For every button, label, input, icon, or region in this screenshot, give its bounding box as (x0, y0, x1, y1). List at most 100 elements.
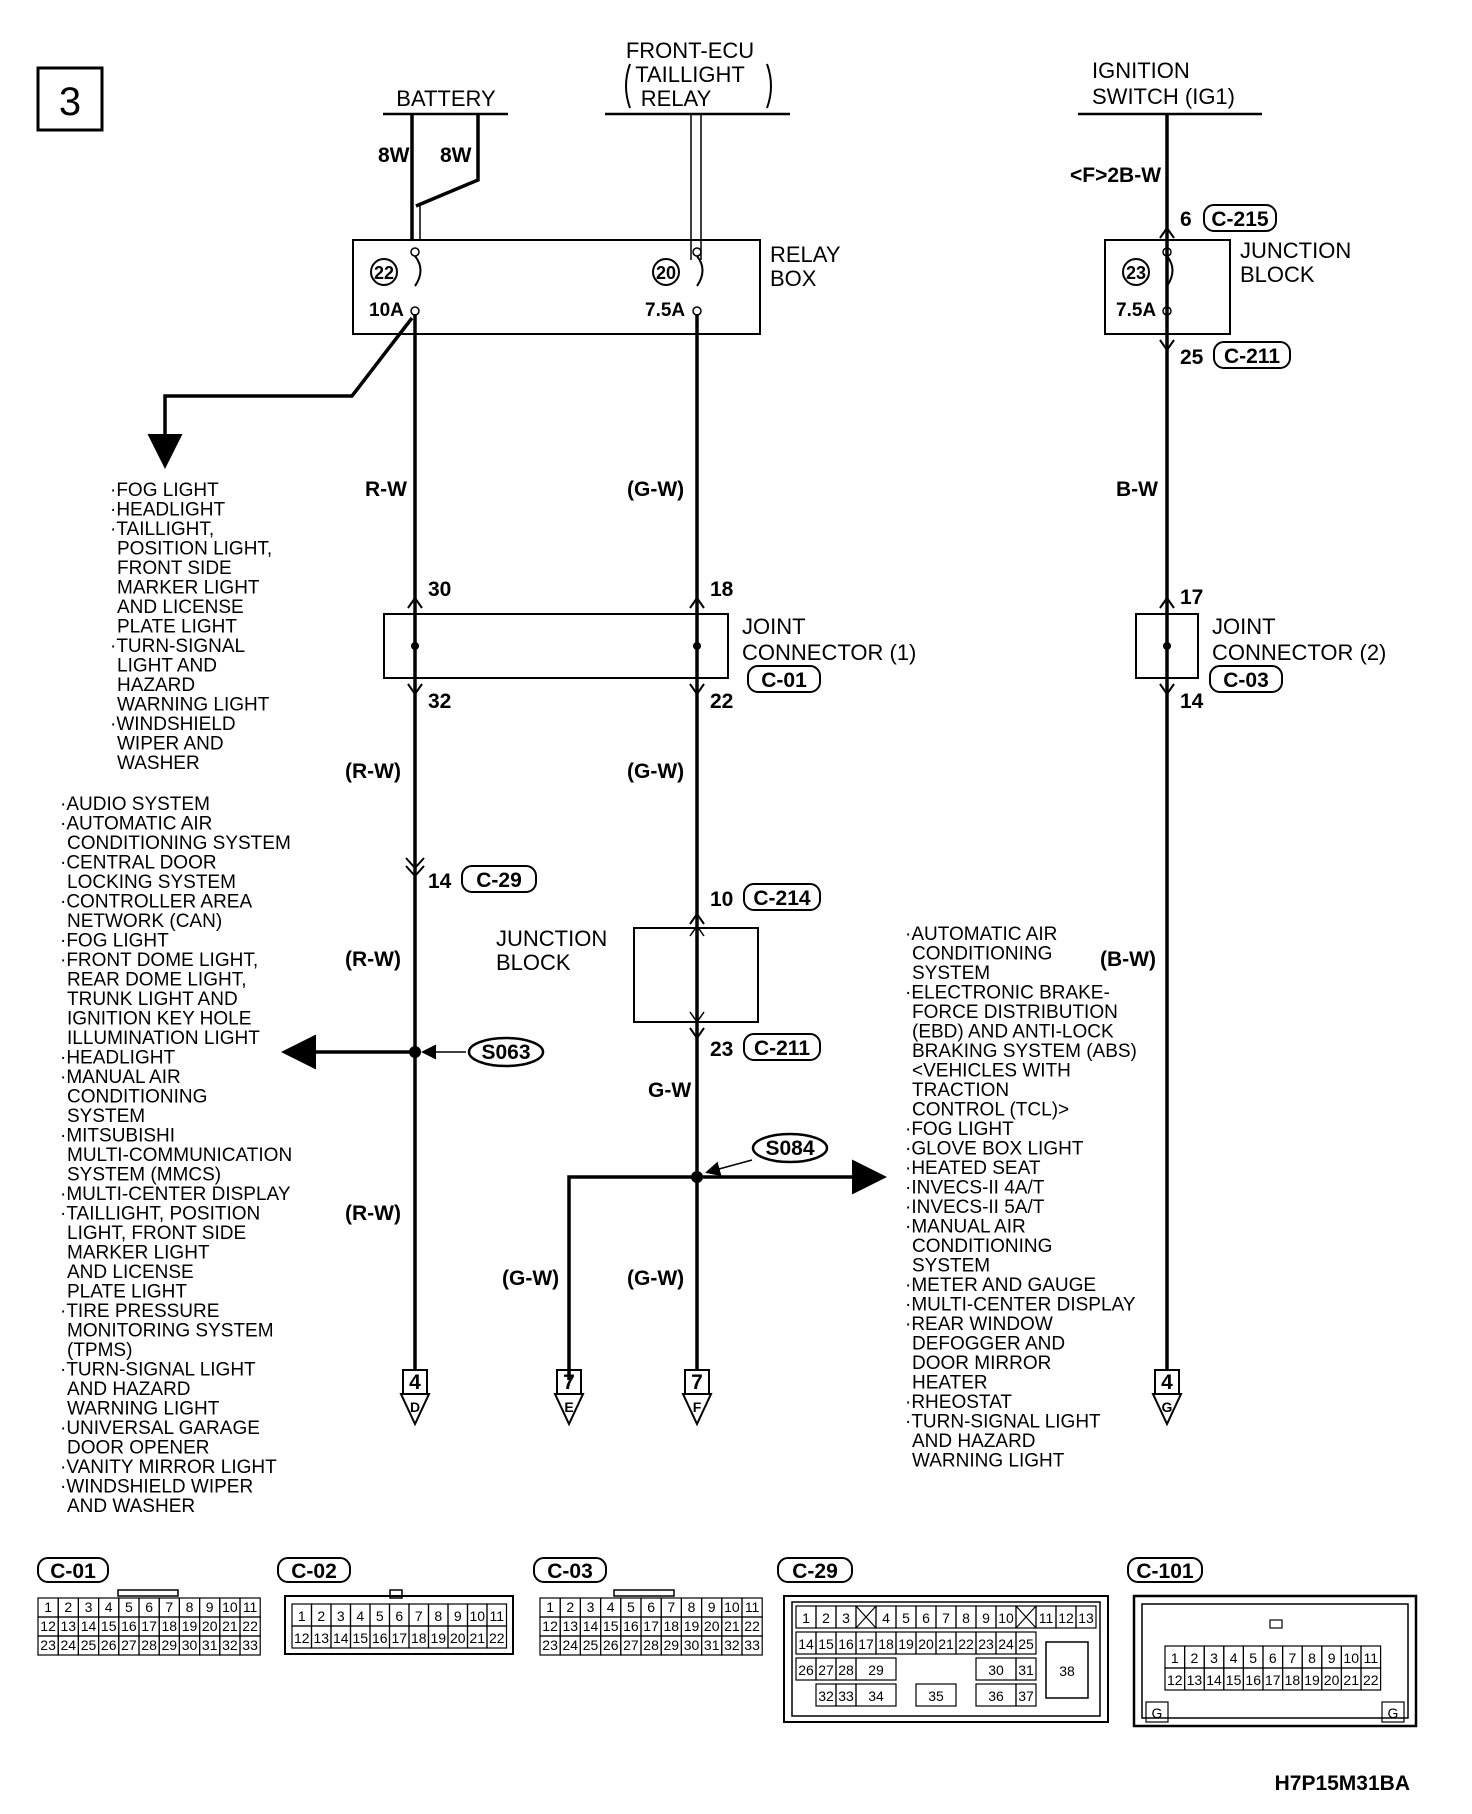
pin-number: 21 (938, 1636, 954, 1652)
pin-number: 13 (1078, 1610, 1094, 1626)
pin-number: 1 (546, 1599, 554, 1615)
branch-list-line: ·CONTROLLER AREA (60, 892, 252, 913)
pin-number: 9 (1328, 1650, 1336, 1666)
branch-list-line: ·CENTRAL DOOR (60, 853, 217, 874)
wire-label-rw-1: R-W (365, 478, 407, 501)
pin-number: 2 (317, 1608, 325, 1624)
jb-mid-pin-in: 10 (710, 888, 733, 911)
pin-number: 9 (206, 1599, 214, 1615)
splice-s084: S084 (567, 1132, 887, 1380)
pin-number: 11 (1364, 1650, 1379, 1666)
c03-name: C-03 (547, 1560, 593, 1583)
ignition-label: IGNITION (1092, 58, 1190, 83)
branch-list-line: ·FOG LIGHT (60, 931, 169, 952)
pin-number: 2 (64, 1599, 72, 1615)
pin-cell (1015, 1657, 1037, 1681)
pin-number: 12 (542, 1618, 558, 1634)
pin-number: 16 (1245, 1672, 1261, 1688)
branch-list-line: ·UNIVERSAL GARAGE (60, 1418, 260, 1439)
pin-number: 11 (745, 1599, 760, 1615)
pin-number: 6 (145, 1599, 153, 1615)
jb-mid-conn-in: C-214 (753, 887, 811, 910)
pin-number: 6 (922, 1610, 930, 1626)
pin-number: 12 (40, 1618, 56, 1634)
pin-number: 20 (450, 1630, 466, 1646)
jc1-pin-22: 22 (710, 690, 733, 713)
pin-number: 19 (182, 1618, 198, 1634)
c101-name: C-101 (1136, 1560, 1194, 1583)
pin-number: 32 (724, 1637, 740, 1653)
jc2-pin-14: 14 (1180, 690, 1204, 713)
front-ecu-source: FRONT-ECU TAILLIGHT RELAY (605, 38, 790, 116)
jc2-pin-17: 17 (1180, 586, 1203, 609)
pin-cell (741, 1635, 763, 1656)
pin-number: 17 (391, 1630, 407, 1646)
pin-number: 12 (1058, 1610, 1074, 1626)
pin-number: 10 (998, 1610, 1014, 1626)
pin-number: 19 (898, 1636, 914, 1652)
pin-number: 13 (61, 1618, 77, 1634)
branch-list-line: IGNITION KEY HOLE (67, 1009, 251, 1030)
wire-label-gw-2: (G-W) (627, 760, 684, 783)
wire-label-rw-4: (R-W) (345, 1202, 401, 1225)
pin-number: 7 (942, 1610, 950, 1626)
continuation-d: 4 D (399, 1369, 431, 1427)
c02-name: C-02 (291, 1560, 337, 1583)
wire-label-bw-1: B-W (1116, 478, 1158, 501)
c29-connector-label: C-29 (476, 869, 522, 892)
pin-number: 18 (162, 1618, 178, 1634)
pin-number: 17 (1265, 1672, 1281, 1688)
cont-g-letter: G (1162, 1399, 1173, 1415)
junction-block-top: 6 C-215 JUNCTION BLOCK 23 7.5A 25 C-211 (1104, 204, 1351, 369)
jc1-label-2: CONNECTOR (1) (742, 640, 916, 665)
continuation-f: 7 F (681, 1369, 713, 1427)
branch-list-line: ·MITSUBISHI (60, 1126, 175, 1147)
branch-list-line: HEATER (912, 1373, 988, 1394)
pin-number: 11 (489, 1608, 504, 1624)
pin-number: 8 (434, 1608, 442, 1624)
relay-box: RELAY BOX 22 10A 20 7.5A (352, 239, 841, 335)
pin-number: 30 (684, 1637, 700, 1653)
jb-top-label-1: JUNCTION (1240, 238, 1351, 263)
branch-list-line: ·FOG LIGHT (110, 480, 219, 501)
jb-mid-label-1: JUNCTION (496, 926, 607, 951)
jc2-label-1: JOINT (1212, 614, 1276, 639)
branch-list-line: NETWORK (CAN) (67, 911, 222, 932)
pin-number: 6 (1269, 1650, 1277, 1666)
branch-list-line: ·HEADLIGHT (60, 1048, 175, 1069)
pin-number: 24 (563, 1637, 579, 1653)
jc1-pin-30: 30 (428, 578, 451, 601)
pin-number: 3 (842, 1610, 850, 1626)
pin-number: 14 (798, 1636, 814, 1652)
branch-list-line: ·AUTOMATIC AIR (60, 814, 212, 835)
branch-list-line: POSITION LIGHT, (117, 539, 272, 560)
continuation-e: 7 E (553, 1369, 585, 1427)
jb-top-conn-out: C-211 (1224, 345, 1280, 368)
branch-list-line: ·WINDSHIELD WIPER (60, 1477, 253, 1498)
pin-number: 4 (882, 1610, 890, 1626)
pin-number: 33 (838, 1688, 854, 1704)
branch-list-line: WARNING LIGHT (912, 1451, 1065, 1472)
pin-number: 18 (1285, 1672, 1301, 1688)
branch-list-line: ·GLOVE BOX LIGHT (905, 1139, 1084, 1160)
branch-list-line: FORCE DISTRIBUTION (912, 1002, 1118, 1023)
ignition-switch-label: SWITCH (IG1) (1092, 84, 1235, 109)
pin-cell (1360, 1667, 1382, 1691)
branch-list-line: CONDITIONING (912, 1236, 1052, 1257)
jb-top-pin-in: 6 (1180, 208, 1192, 231)
wire-label-gw-1: (G-W) (627, 478, 684, 501)
jc1-connector: C-01 (761, 669, 807, 692)
pin-number: 25 (81, 1637, 97, 1653)
pin-number: 16 (372, 1630, 388, 1646)
branch-list-line: ·TURN-SIGNAL LIGHT (60, 1360, 256, 1381)
pin-cell (1045, 1641, 1089, 1699)
pin-cell (1075, 1605, 1097, 1629)
c29-name: C-29 (792, 1560, 838, 1583)
c01-name: C-01 (50, 1560, 96, 1583)
branch-list-line: PLATE LIGHT (117, 617, 237, 638)
pin-number: 9 (454, 1608, 462, 1624)
jc2-connector: C-03 (1223, 669, 1269, 692)
pin-number: 4 (1230, 1650, 1238, 1666)
pin-number: 7 (667, 1599, 675, 1615)
